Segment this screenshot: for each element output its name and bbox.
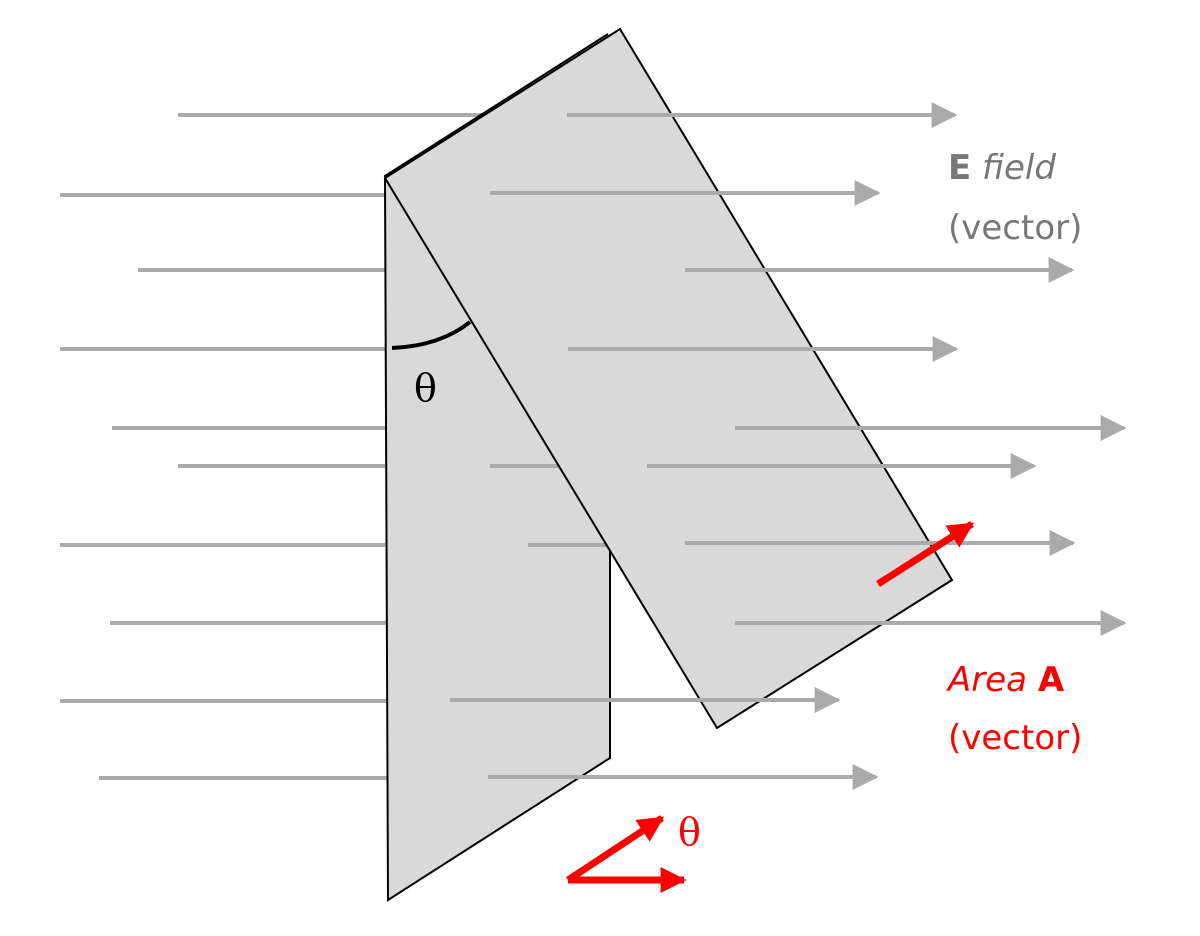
inset-angle-arrows [566, 815, 687, 893]
area-vector-label: (vector) [948, 718, 1083, 758]
area-label: Area A [948, 660, 1065, 700]
field-lines-front [450, 102, 1127, 790]
e-field-vector-label: (vector) [948, 208, 1083, 248]
panel-top-edge [384, 33, 609, 177]
e-field-label: E field [948, 148, 1056, 188]
front-panel [383, 27, 954, 730]
field-lines-left [60, 113, 490, 780]
area-vector-arrow [876, 521, 975, 587]
theta-inset-label: θ [678, 810, 701, 854]
angle-arc [391, 320, 472, 350]
theta-surface-label: θ [414, 366, 437, 410]
field-lines-behind-front [490, 464, 606, 547]
